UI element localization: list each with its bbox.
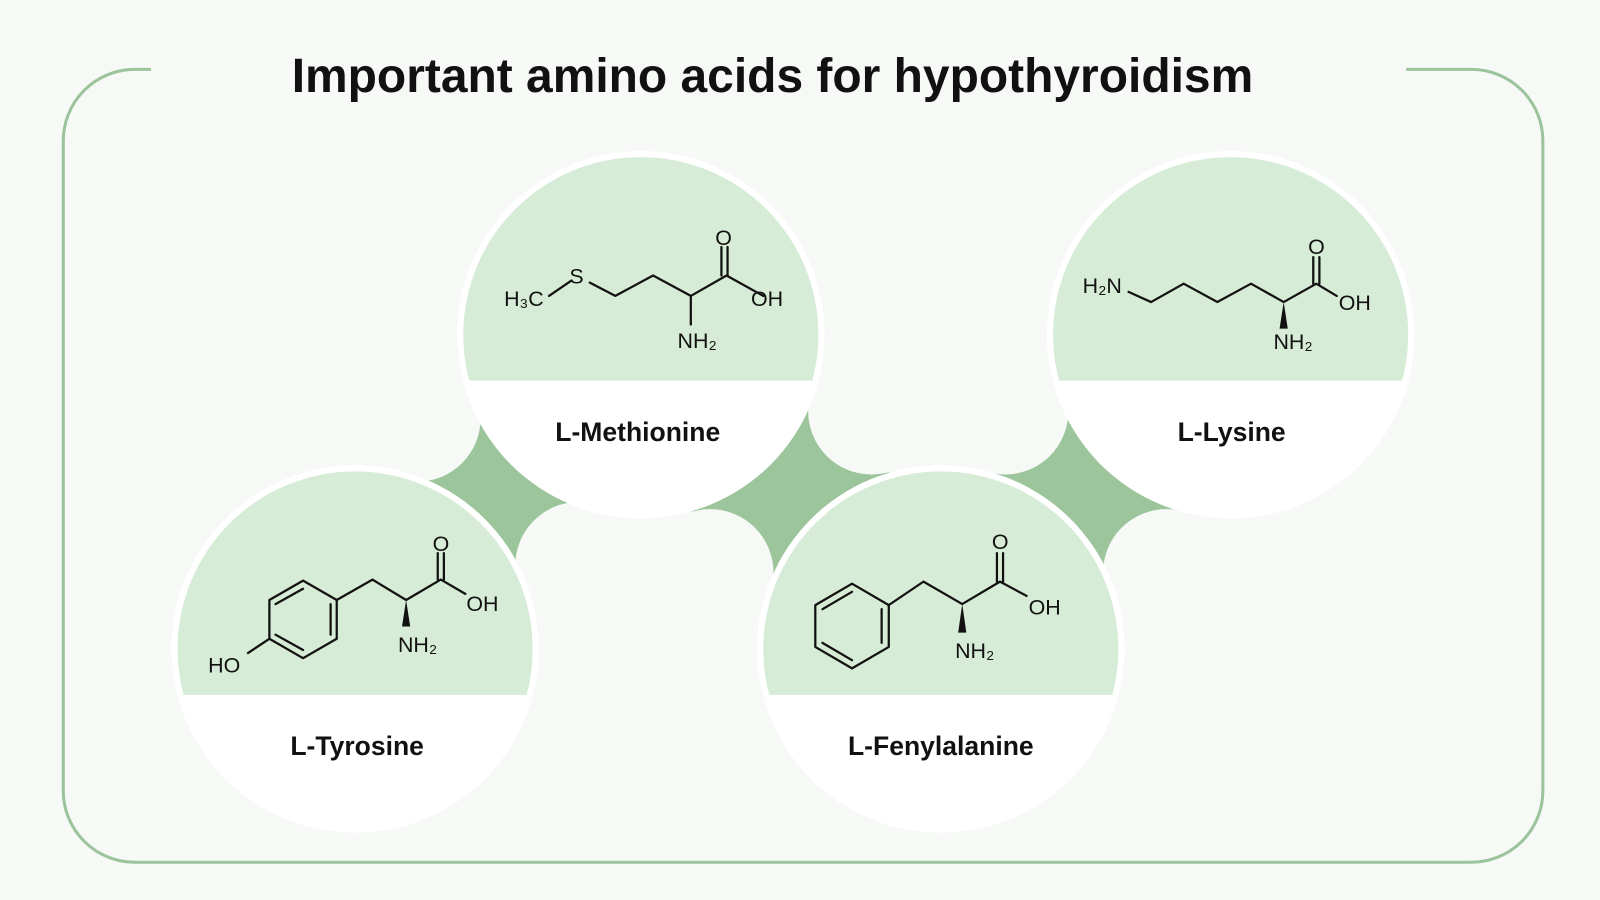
atom-label: NH₂	[955, 639, 994, 663]
atom-label: O	[1308, 235, 1325, 259]
tyrosine-structure: HO O OH NH₂	[208, 532, 498, 677]
atom-label: H₂N	[1083, 274, 1122, 298]
atom-label: NH₂	[398, 633, 437, 657]
card-methionine: H₃C S O OH NH₂ L-Methionine	[457, 151, 825, 519]
atom-label: O	[992, 530, 1009, 554]
atom-label: OH	[751, 287, 783, 311]
tyrosine-label: L-Tyrosine	[290, 731, 424, 761]
card-lysine: H₂N O OH NH₂ L-Lysine	[1046, 151, 1415, 519]
lysine-structure: H₂N O OH NH₂	[1083, 235, 1371, 354]
card-fenylalanine: O OH NH₂ L-Fenylalanine	[757, 465, 1125, 833]
atom-label: NH₂	[678, 329, 717, 353]
atom-label: OH	[1339, 291, 1371, 315]
atom-label: HO	[208, 653, 240, 677]
frame-border	[61, 67, 1545, 864]
fenylalanine-label: L-Fenylalanine	[848, 731, 1034, 761]
atom-label: NH₂	[1273, 330, 1312, 354]
methionine-label: L-Methionine	[555, 417, 720, 447]
fenylalanine-structure: O OH NH₂	[814, 530, 1061, 670]
atom-label: OH	[466, 592, 498, 616]
atom-label: O	[715, 226, 732, 250]
atom-label: H₃C	[504, 287, 544, 311]
atom-label: OH	[1029, 595, 1061, 619]
card-tyrosine: HO O OH NH₂ L-Tyrosine	[171, 465, 539, 833]
methionine-structure: H₃C S O OH NH₂	[504, 226, 783, 353]
atom-label: S	[569, 265, 583, 289]
lysine-label: L-Lysine	[1178, 417, 1286, 447]
page-title: Important amino acids for hypothyroidism	[292, 50, 1254, 103]
atom-label: O	[433, 532, 450, 556]
